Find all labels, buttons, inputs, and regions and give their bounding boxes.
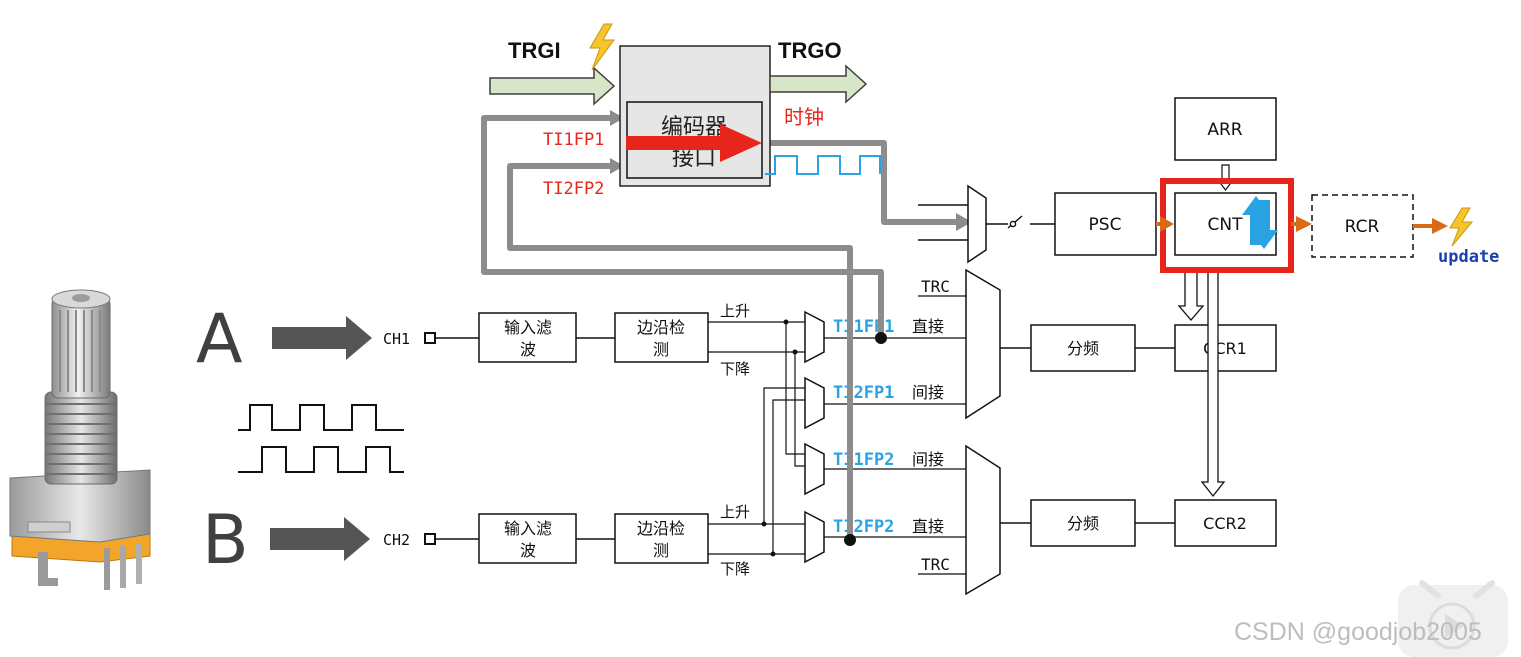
capture-mux-2 <box>965 444 1001 596</box>
clock-waveform <box>765 155 881 175</box>
clock-red-arrow <box>626 124 762 162</box>
divider-2-box <box>1030 499 1136 547</box>
trgi-arrow <box>489 66 616 106</box>
ccr2-label: CCR2 <box>1203 514 1247 533</box>
input-b-arrow <box>270 517 370 561</box>
update-label: update <box>1438 247 1499 267</box>
divider-1-label: 分频 <box>1067 339 1099 358</box>
edge-detector-1-line2: 测 <box>653 340 669 359</box>
mux-ti2fp2 <box>804 510 825 564</box>
edge-detector-2-line2: 测 <box>653 541 669 560</box>
ch2-label: CH2 <box>383 531 410 549</box>
rise-label-1: 上升 <box>720 302 750 320</box>
mux-ti1fp1 <box>804 310 825 364</box>
encoder-interface-line2: 接口 <box>672 146 716 171</box>
edge-detector-1-box <box>614 312 709 363</box>
input-filter-1-box <box>478 312 577 363</box>
fall-label-1: 下降 <box>720 360 750 378</box>
trgi-label: TRGI <box>508 38 561 63</box>
encoder-signal-routes <box>481 115 960 540</box>
lightning-icon <box>589 23 615 71</box>
input-label-b: B <box>202 501 249 580</box>
mux-ti1fp2 <box>804 442 825 496</box>
psc-box <box>1054 192 1157 256</box>
divider-1-box <box>1030 324 1136 372</box>
input-filter-2-line2: 波 <box>520 541 536 560</box>
trc-label-1: TRC <box>921 277 950 296</box>
ti2fp2-signal-label: TI2FP2 <box>833 517 894 537</box>
arr-to-cnt-arrow <box>1216 164 1235 191</box>
edge-detector-2-line1: 边沿检 <box>637 519 685 538</box>
input-filter-1-line1: 输入滤 <box>504 318 552 337</box>
input-filter-1-line2: 波 <box>520 340 536 359</box>
ccr1-box <box>1174 324 1277 372</box>
waveform-a <box>238 404 404 431</box>
input-a-arrow <box>272 316 372 360</box>
rcr-label: RCR <box>1345 217 1380 237</box>
ch1-label: CH1 <box>383 330 410 348</box>
clock-mux <box>967 184 987 264</box>
rotary-encoder-image <box>9 289 151 590</box>
input-label-a: A <box>196 300 243 379</box>
ccr2-box <box>1174 499 1277 547</box>
direct-label-1: 直接 <box>912 317 944 336</box>
waveform-b <box>238 446 404 473</box>
fall-label-2: 下降 <box>720 560 750 578</box>
cnt-label: CNT <box>1208 215 1244 235</box>
cnt-ccr-arrows <box>1177 271 1226 498</box>
watermark-text: CSDN @goodjob2005 <box>1234 618 1482 646</box>
psc-label: PSC <box>1089 215 1122 235</box>
trgo-label: TRGO <box>778 38 842 63</box>
arr-box <box>1174 97 1277 161</box>
input-filter-2-box <box>478 513 577 564</box>
ti1fp2-signal-label: TI1FP2 <box>833 450 894 470</box>
arr-label: ARR <box>1207 120 1242 140</box>
ch2-pin <box>424 533 436 545</box>
indirect-label-1: 间接 <box>912 383 944 402</box>
encoder-interface-line1: 编码器 <box>661 115 727 140</box>
up-down-arrows-icon <box>1242 196 1278 249</box>
input-filter-2-line1: 输入滤 <box>504 519 552 538</box>
edge-detector-1-line1: 边沿检 <box>637 318 685 337</box>
indirect-label-2: 间接 <box>912 450 944 469</box>
clock-label: 时钟 <box>784 105 824 129</box>
update-lightning-icon <box>1449 207 1474 247</box>
divider-2-label: 分频 <box>1067 514 1099 533</box>
capture-mux-1 <box>965 268 1001 420</box>
trgo-arrow <box>769 64 868 104</box>
ti2fp2-input-label: TI2FP2 <box>543 179 604 199</box>
edge-detector-2-box <box>614 513 709 564</box>
mux-ti2fp1 <box>804 376 825 430</box>
bilibili-play-icon <box>1398 580 1508 657</box>
rise-label-2: 上升 <box>720 503 750 521</box>
trc-label-2: TRC <box>921 555 950 574</box>
ti1fp1-input-label: TI1FP1 <box>543 130 604 150</box>
ti2fp1-signal-label: TI2FP1 <box>833 383 894 403</box>
ch1-pin <box>424 332 436 344</box>
direct-label-2: 直接 <box>912 517 944 536</box>
